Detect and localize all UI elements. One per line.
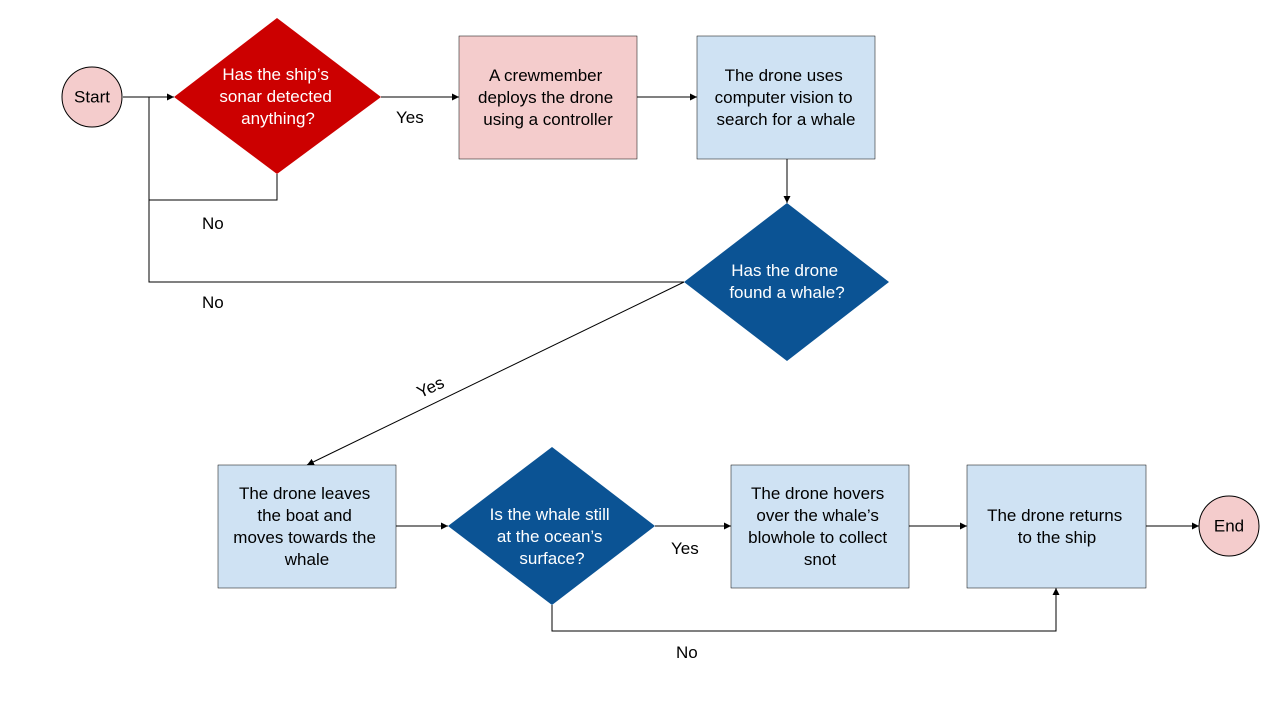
leave-boat-line: moves towards the	[233, 528, 376, 547]
sonar-decision-line: anything?	[241, 109, 315, 128]
leave-boat-box	[217, 464, 397, 589]
start-circle	[61, 66, 123, 128]
sonar-decision-label: Has the ship’s sonar detected anything?	[219, 65, 336, 128]
edge-found-yes-to-leave	[306, 281, 685, 466]
return-ship-line: The drone returns	[987, 506, 1122, 525]
hover-blowhole-line: blowhole to collect	[748, 528, 887, 547]
deploy-drone-label: A crewmember deploys the drone using a c…	[478, 66, 618, 129]
deploy-drone-line: deploys the drone	[478, 88, 613, 107]
label-sonar-no: No	[202, 214, 224, 233]
label-surface-yes: Yes	[671, 539, 699, 558]
edge-sonar-no-loop	[148, 97, 278, 201]
sonar-decision-line: Has the ship’s	[222, 65, 328, 84]
leave-boat-node: The drone leaves the boat and moves towa…	[217, 464, 397, 589]
edges	[123, 93, 1199, 632]
hover-blowhole-line: snot	[804, 550, 836, 569]
found-whale-decision-label: Has the drone found a whale?	[729, 261, 844, 302]
start-label: Start	[74, 87, 110, 106]
deploy-drone-line: A crewmember	[489, 66, 603, 85]
end-label: End	[1214, 516, 1244, 535]
label-found-no: No	[202, 293, 224, 312]
hover-blowhole-box	[730, 464, 910, 589]
found-whale-decision-line: Has the drone	[731, 261, 838, 280]
start-node: Start	[61, 66, 123, 128]
found-whale-decision-node: Has the drone found a whale?	[684, 203, 889, 361]
whale-surface-decision-line: Is the whale still	[490, 505, 610, 524]
end-circle	[1198, 495, 1260, 557]
edge-surface-no-to-return	[551, 588, 1060, 632]
whale-surface-decision-diamond	[448, 447, 655, 605]
label-sonar-yes: Yes	[396, 108, 424, 127]
search-whale-box	[696, 35, 876, 160]
search-whale-line: The drone uses	[725, 66, 843, 85]
found-whale-decision-line: found a whale?	[729, 283, 844, 302]
hover-blowhole-label: The drone hovers over the whale’s blowho…	[748, 484, 892, 569]
search-whale-line: computer vision to	[715, 88, 853, 107]
hover-blowhole-node: The drone hovers over the whale’s blowho…	[730, 464, 910, 589]
deploy-drone-node: A crewmember deploys the drone using a c…	[458, 35, 638, 160]
return-ship-box	[966, 464, 1147, 589]
whale-surface-decision-line: at the ocean’s	[497, 527, 603, 546]
found-whale-decision-diamond	[684, 203, 889, 361]
edge-labels: Yes No No Yes Yes No	[202, 108, 699, 662]
leave-boat-line: the boat and	[257, 506, 352, 525]
leave-boat-line: The drone leaves	[239, 484, 370, 503]
sonar-decision-diamond	[174, 18, 381, 174]
label-found-yes: Yes	[414, 373, 447, 402]
search-whale-label: The drone uses computer vision to search…	[715, 66, 858, 129]
leave-boat-label: The drone leaves the boat and moves towa…	[233, 484, 380, 569]
search-whale-node: The drone uses computer vision to search…	[696, 35, 876, 160]
return-ship-node: The drone returns to the ship	[966, 464, 1147, 589]
whale-surface-decision-line: surface?	[519, 549, 584, 568]
leave-boat-line: whale	[284, 550, 329, 569]
sonar-decision-line: sonar detected	[219, 87, 331, 106]
hover-blowhole-line: over the whale’s	[756, 506, 879, 525]
deploy-drone-box	[458, 35, 638, 160]
return-ship-label: The drone returns to the ship	[987, 506, 1127, 547]
edge-found-no-loop	[148, 200, 684, 283]
whale-surface-decision-node: Is the whale still at the ocean’s surfac…	[448, 447, 655, 605]
whale-surface-decision-label: Is the whale still at the ocean’s surfac…	[490, 505, 615, 568]
return-ship-line: to the ship	[1018, 528, 1096, 547]
search-whale-line: search for a whale	[717, 110, 856, 129]
sonar-decision-node: Has the ship’s sonar detected anything?	[174, 18, 381, 174]
label-surface-no: No	[676, 643, 698, 662]
end-node: End	[1198, 495, 1260, 557]
deploy-drone-line: using a controller	[483, 110, 613, 129]
hover-blowhole-line: The drone hovers	[751, 484, 884, 503]
